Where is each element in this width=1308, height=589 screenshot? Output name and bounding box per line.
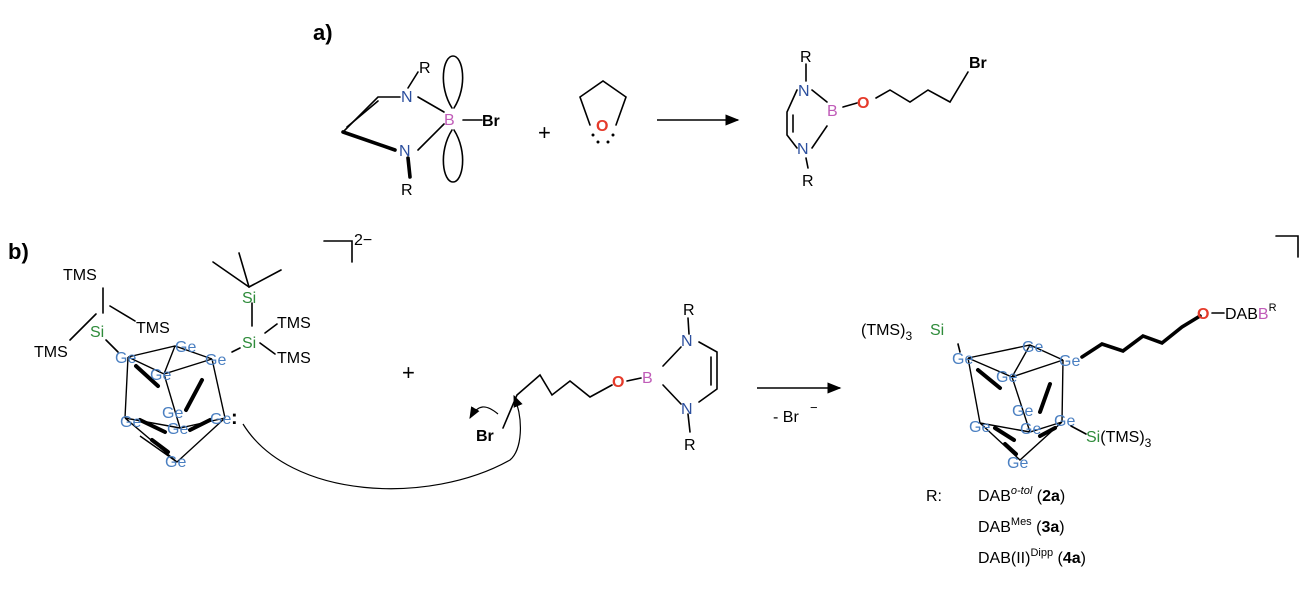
- tms-group: TMS: [277, 315, 311, 332]
- legend-entry: DAB(II)Dipp (4a): [978, 547, 1086, 567]
- germanium-atom: Ge: [175, 339, 196, 356]
- nitrogen-atom: N: [681, 333, 693, 350]
- germanium-atom: Ge: [1020, 421, 1041, 438]
- germanium-atom: Ge: [1012, 403, 1033, 420]
- thf-molecule: O: [579, 80, 627, 144]
- si-tms3-group: Si(TMS)(TMS)3: [1086, 429, 1152, 450]
- boron-atom: B: [444, 112, 455, 129]
- r-substituent: R: [683, 302, 695, 319]
- germanium-atom: Ge: [115, 350, 136, 367]
- legend-entry: DABo-tol (2a): [978, 485, 1065, 505]
- germanium-atom: Ge: [162, 405, 183, 422]
- panel-label-a: a): [313, 20, 333, 45]
- nitrogen-atom: N: [399, 143, 411, 160]
- plus-sign: +: [402, 360, 415, 385]
- legend-prefix: R:: [926, 488, 942, 505]
- germanium-atom: Ge: [1007, 455, 1028, 472]
- reactant-bromoborane: N N B Br R R: [341, 55, 500, 199]
- tms3-group: (TMS)3: [861, 322, 912, 343]
- tms-group: TMS: [63, 267, 97, 284]
- product-bromobutoxy-borole: N N B O Br R R: [786, 49, 987, 190]
- germanium-atom: Ge: [205, 352, 226, 369]
- product-functionalized-cluster: (TMS)3 Si Ge Ge Ge Ge Ge Ge Ge Ge Ge O D…: [861, 235, 1299, 472]
- plus-sign: +: [538, 120, 551, 145]
- germanium-atom: Ge: [1054, 413, 1075, 430]
- silicon-atom: Si: [90, 324, 104, 341]
- r-substituent: R: [401, 182, 413, 199]
- germanium-atom: Ge: [1022, 339, 1043, 356]
- germanium-atom: Ge: [167, 421, 188, 438]
- reactant-germanium-cluster: TMS TMS TMS Si Si Si TMS TMS Ge Ge Ge Ge…: [34, 232, 372, 471]
- germanium-atom: Ge: [996, 369, 1017, 386]
- nitrogen-atom: N: [401, 89, 413, 106]
- nitrogen-atom: N: [681, 401, 693, 418]
- oxygen-atom: O: [1197, 306, 1209, 323]
- curved-arrow-attack: [242, 394, 523, 490]
- germanium-atom: Ge: [952, 351, 973, 368]
- tms-group: TMS: [136, 320, 170, 337]
- nitrogen-atom: N: [797, 141, 809, 158]
- germanium-atom: Ge: [165, 454, 186, 471]
- germanium-atom: Ge: [1059, 353, 1080, 370]
- panel-label-b: b): [8, 239, 29, 264]
- r-substituent: R: [800, 49, 812, 66]
- silicon-atom: Si: [930, 322, 944, 339]
- r-substituent: R: [802, 173, 814, 190]
- germanium-atom: Ge: [150, 367, 171, 384]
- r-substituent: R: [419, 60, 431, 77]
- r-group-legend: R: DABo-tol (2a) DABMes (3a) DAB(II)Dipp…: [926, 485, 1086, 567]
- byproduct-charge: −: [810, 400, 818, 415]
- boron-atom: B: [642, 370, 653, 387]
- silicon-atom: Si: [242, 335, 256, 352]
- dab-group: DABBR: [1225, 302, 1277, 323]
- boron-atom: B: [827, 103, 838, 120]
- oxygen-atom: O: [612, 374, 624, 391]
- bromine-atom: Br: [969, 55, 987, 72]
- byproduct-label: - Br: [773, 409, 799, 426]
- reagent-bromobutoxy-borole: Br O B N N R R: [476, 302, 718, 454]
- nitrogen-atom: N: [798, 83, 810, 100]
- charge-dianion: 2−: [354, 232, 372, 249]
- lone-pair: :: [231, 407, 238, 429]
- germanium-atom: Ge: [210, 411, 231, 428]
- legend-entry: DABMes (3a): [978, 516, 1065, 536]
- oxygen-atom: O: [596, 118, 608, 135]
- oxygen-atom: O: [857, 95, 869, 112]
- tms-group: TMS: [277, 350, 311, 367]
- curved-arrow-leaving: [469, 406, 499, 420]
- bromine-atom: Br: [482, 113, 500, 130]
- bromine-atom: Br: [476, 428, 494, 445]
- germanium-atom: Ge: [969, 419, 990, 436]
- tms-group: TMS: [34, 344, 68, 361]
- germanium-atom: Ge: [120, 414, 141, 431]
- silicon-atom: Si: [242, 290, 256, 307]
- r-substituent: R: [684, 437, 696, 454]
